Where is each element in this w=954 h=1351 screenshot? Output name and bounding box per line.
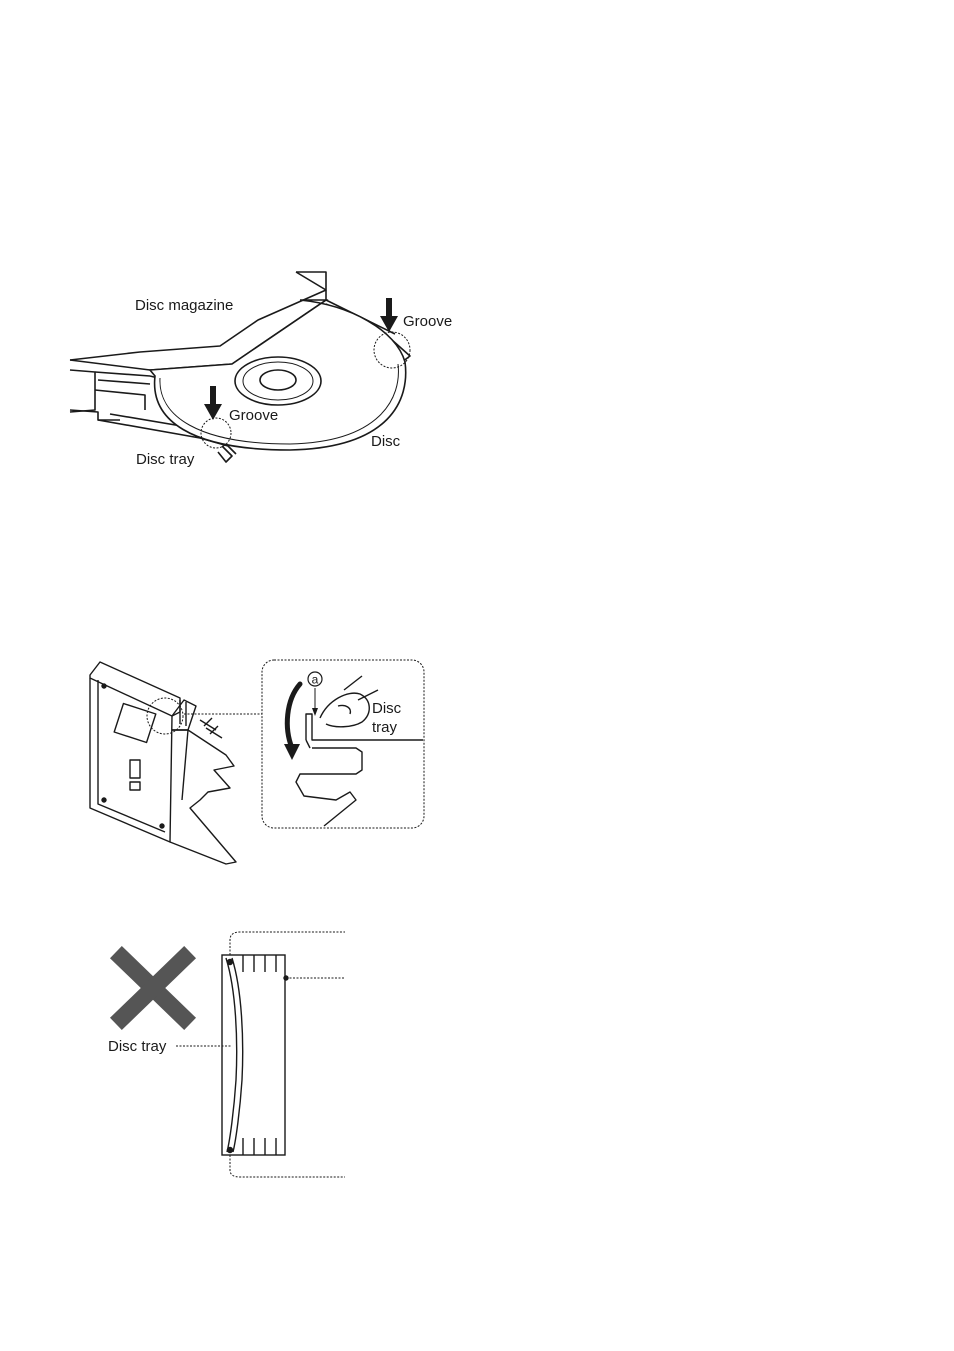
label-disc-tray-fig3: Disc tray <box>108 1038 167 1055</box>
label-disc-tray-line1: Disc <box>372 700 402 717</box>
label-disc-magazine: Disc magazine <box>135 297 233 314</box>
label-disc-tray-line2: tray <box>372 719 398 736</box>
label-disc-tray: Disc tray <box>136 451 195 468</box>
callout-marker-a: a <box>312 673 319 687</box>
cross-icon <box>122 958 184 1018</box>
label-disc: Disc <box>371 433 401 450</box>
label-groove-left: Groove <box>229 407 278 424</box>
label-groove-right: Groove <box>403 313 452 330</box>
magazine-side-illustration <box>90 662 236 864</box>
disc-illustration <box>150 300 406 450</box>
detail-circle <box>147 698 183 734</box>
down-arrow-icon <box>380 298 398 332</box>
magazine-front-illustration <box>222 955 288 1155</box>
leader-lines <box>176 932 345 1177</box>
